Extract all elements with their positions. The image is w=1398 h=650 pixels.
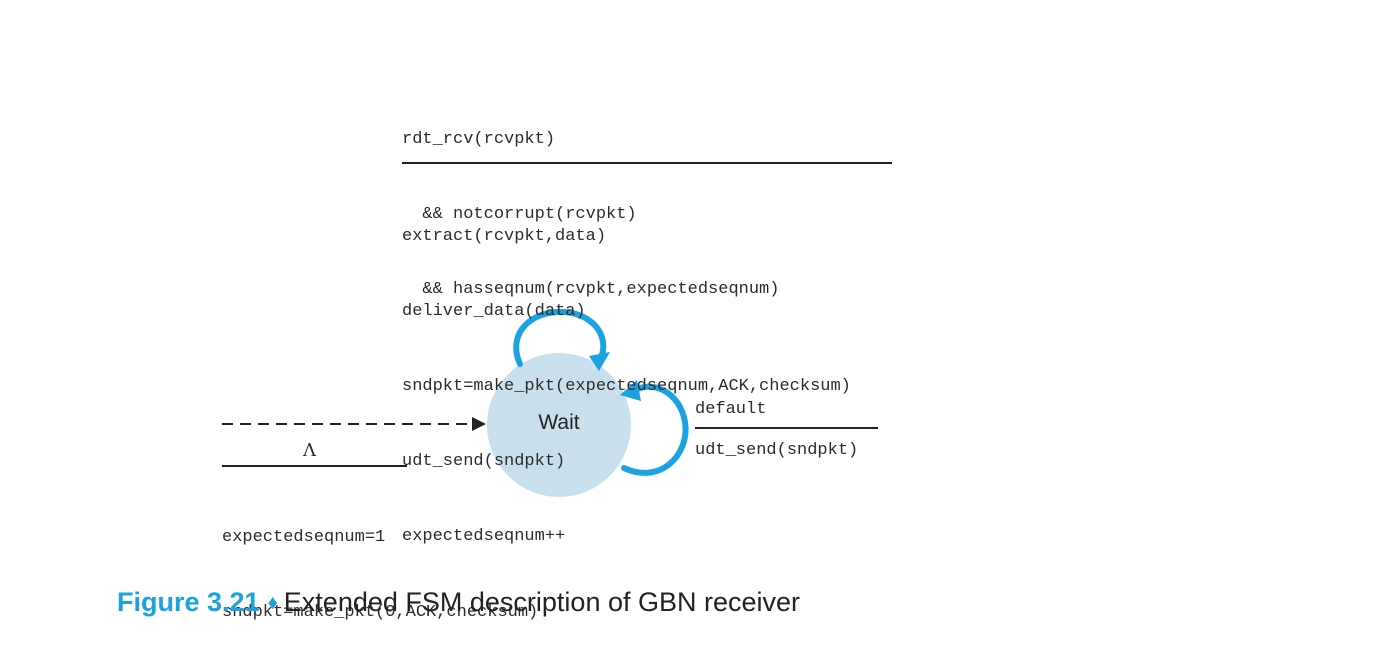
initial-transition-divider — [222, 465, 407, 467]
top-transition-actions: extract(rcvpkt,data) deliver_data(data) … — [402, 174, 851, 574]
diamond-separator-icon: ♦ — [267, 592, 278, 614]
top-transition-event: rdt_rcv(rcvpkt) && notcorrupt(rcvpkt) &&… — [402, 77, 779, 327]
right-transition-action: udt_send(sndpkt) — [695, 441, 859, 460]
action-line: sndpkt=make_pkt(0,ACK,checksum) — [222, 603, 539, 622]
action-line: expectedseqnum++ — [402, 527, 566, 546]
caption-text: Extended FSM description of GBN receiver — [283, 587, 801, 617]
fsm-diagram — [222, 308, 689, 497]
right-transition-divider — [695, 427, 878, 429]
wait-state-circle — [487, 353, 631, 497]
figure-caption: Figure 3.21 ♦Extended FSM description of … — [102, 556, 800, 618]
action-line: deliver_data(data) — [402, 302, 586, 321]
initial-arrowhead — [472, 417, 486, 431]
right-self-loop-arrowhead — [620, 380, 641, 401]
top-self-loop-arrowhead — [589, 352, 610, 371]
initial-transition-actions: expectedseqnum=1 sndpkt=make_pkt(0,ACK,c… — [222, 475, 538, 650]
action-line: udt_send(sndpkt) — [402, 452, 566, 471]
action-line: expectedseqnum=1 — [222, 528, 386, 547]
top-self-loop-arrow — [513, 308, 607, 367]
initial-transition-event: Λ — [303, 440, 316, 461]
right-self-loop-arrow — [621, 383, 689, 476]
action-line: sndpkt=make_pkt(expectedseqnum,ACK,check… — [402, 377, 851, 396]
top-transition-divider — [402, 162, 892, 164]
figure-number: Figure 3.21 — [117, 587, 260, 617]
event-line: && notcorrupt(rcvpkt) — [402, 205, 637, 224]
event-line: && hasseqnum(rcvpkt,expectedseqnum) — [402, 280, 780, 299]
wait-state-label: Wait — [538, 411, 580, 434]
action-line: extract(rcvpkt,data) — [402, 227, 607, 246]
right-transition-event: default — [695, 400, 767, 419]
event-line: rdt_rcv(rcvpkt) — [402, 130, 556, 149]
